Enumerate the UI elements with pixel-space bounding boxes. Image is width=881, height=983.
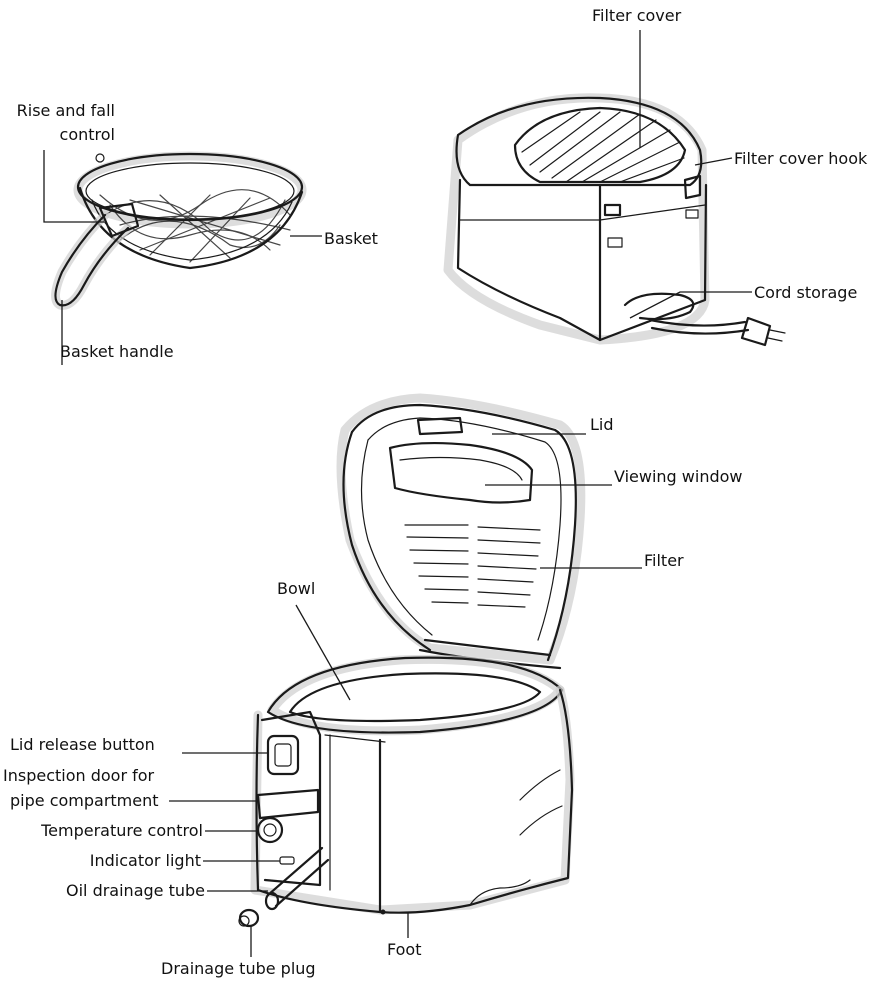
label-filter-cover-hook: Filter cover hook [734, 149, 868, 168]
label-rise-and-fall-control-line1: Rise and fall [16, 101, 115, 120]
label-indicator-light: Indicator light [89, 851, 201, 870]
label-cord-storage: Cord storage [754, 283, 858, 302]
label-lid: Lid [590, 415, 614, 434]
leader-lines [43, 30, 752, 957]
label-oil-drainage-tube: Oil drainage tube [66, 881, 205, 900]
closed-fryer-drawing [443, 93, 786, 347]
label-basket-handle: Basket handle [60, 342, 174, 361]
label-lid-release-button: Lid release button [10, 735, 155, 754]
label-temperature-control: Temperature control [41, 821, 203, 840]
label-basket: Basket [324, 229, 378, 248]
label-drainage-tube-plug: Drainage tube plug [161, 959, 316, 978]
label-viewing-window: Viewing window [614, 467, 743, 486]
basket-drawing [51, 151, 307, 310]
label-filter: Filter [644, 551, 684, 570]
open-fryer-drawing [238, 393, 586, 928]
label-foot: Foot [387, 940, 422, 959]
label-bowl: Bowl [277, 579, 316, 598]
label-inspection-door-line1: Inspection door for [3, 766, 155, 785]
label-rise-and-fall-control-line2: control [59, 125, 115, 144]
label-inspection-door-line2: pipe compartment [10, 791, 159, 810]
label-filter-cover: Filter cover [592, 6, 682, 25]
